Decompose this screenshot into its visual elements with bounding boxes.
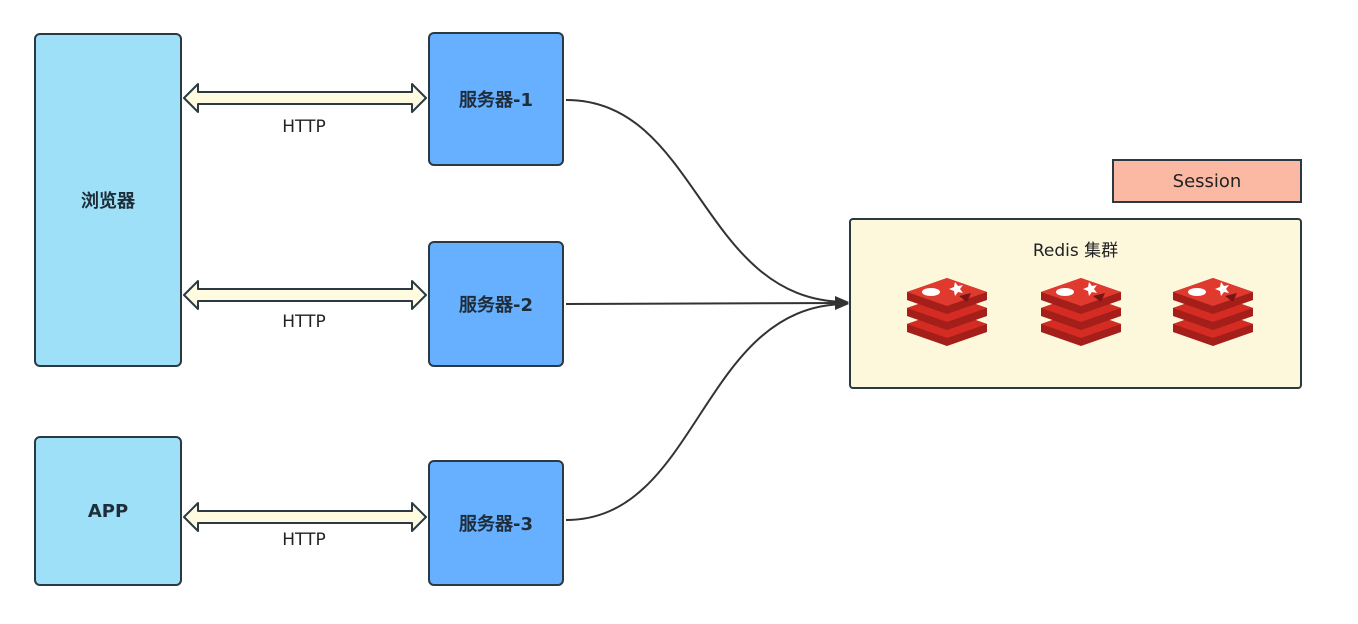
http-arrow-3 [183, 502, 427, 532]
http-label-3: HTTP [282, 530, 326, 550]
http-label-2: HTTP [282, 312, 326, 332]
browser-label: 浏览器 [81, 191, 135, 212]
redis-cluster: Redis 集群 [849, 218, 1302, 389]
cluster-label: Redis 集群 [1032, 241, 1119, 261]
browser-node: 浏览器 [34, 33, 182, 367]
redis-icon [1173, 278, 1253, 346]
redis-icon [907, 278, 987, 346]
redis-icon [1041, 278, 1121, 346]
server-1-node: 服务器-1 [428, 32, 564, 166]
http-label-1: HTTP [282, 117, 326, 137]
link-server1-redis [565, 99, 849, 308]
link-server2-redis [565, 297, 849, 310]
link-server3-redis [565, 298, 849, 521]
server-2-node: 服务器-2 [428, 241, 564, 367]
session-tag: Session [1112, 159, 1302, 203]
server-1-label: 服务器-1 [459, 90, 533, 111]
server-2-label: 服务器-2 [459, 295, 533, 316]
http-arrow-1 [183, 83, 427, 113]
app-node: APP [34, 436, 182, 586]
server-3-node: 服务器-3 [428, 460, 564, 586]
server-3-label: 服务器-3 [459, 514, 533, 535]
session-label: Session [1172, 170, 1242, 192]
app-label: APP [87, 500, 129, 522]
http-arrow-2 [183, 280, 427, 310]
